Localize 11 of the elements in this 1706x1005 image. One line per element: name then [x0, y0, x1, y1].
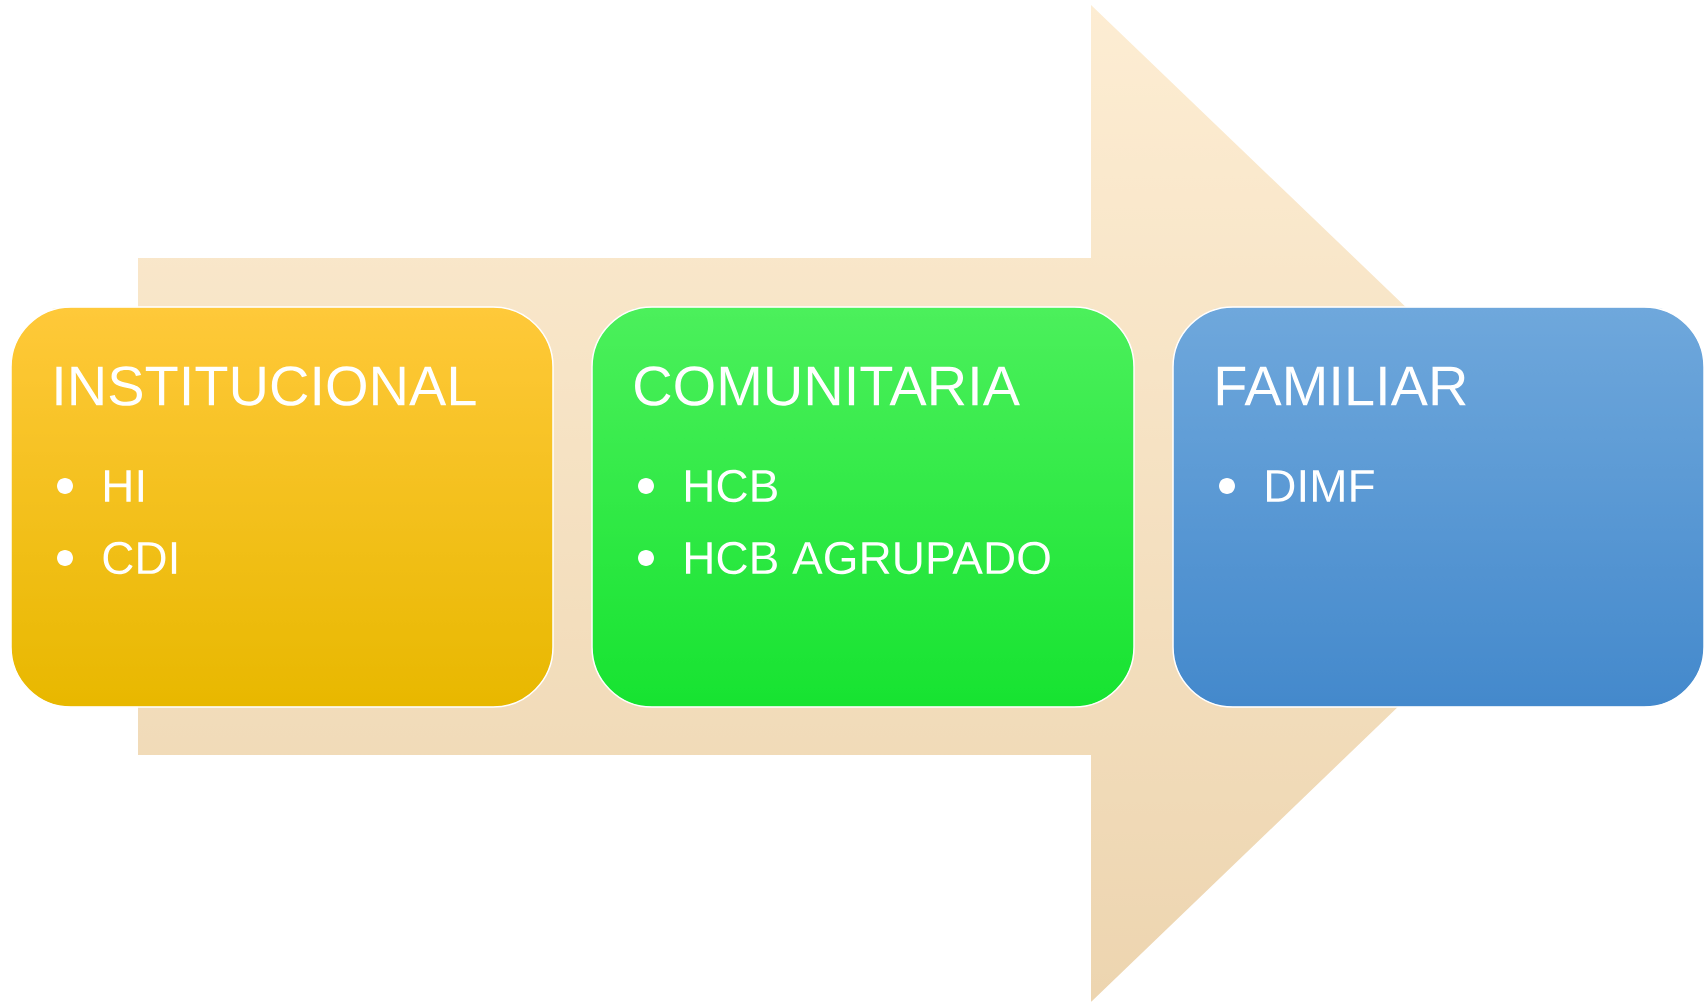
category-box — [10, 306, 554, 708]
bullet-item: CDI — [103, 541, 177, 575]
category-box — [591, 306, 1135, 708]
heading: INSTITUCIONAL — [56, 366, 476, 406]
bullet-item: HCB AGRUPADO — [686, 541, 1050, 575]
category-box — [1172, 306, 1705, 708]
bullet-item: DIMF — [1267, 470, 1374, 502]
heading: FAMILIAR — [1217, 366, 1466, 406]
bullet-item: HCB — [686, 469, 777, 503]
bullet-item: HI — [105, 470, 143, 502]
heading: COMUNITARIA — [635, 366, 1020, 406]
